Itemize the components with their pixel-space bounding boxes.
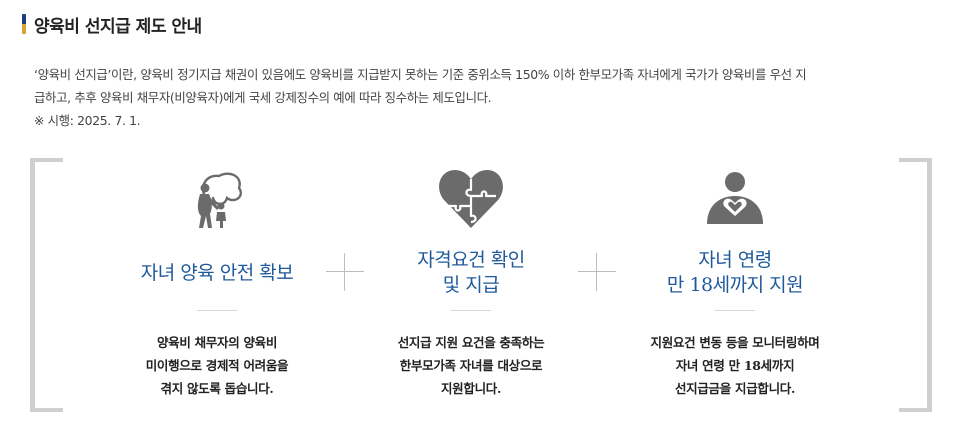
card-divider xyxy=(451,310,491,311)
card-heading: 자녀 양육 안전 확보 xyxy=(140,261,294,284)
card-description: 선지급 지원 요건을 충족하는 한부모가족 자녀를 대상으로 지원합니다. xyxy=(397,335,545,396)
puzzle-heart-icon xyxy=(436,166,506,234)
intro-line: 급하고, 추후 양육비 채무자(비양육자)에게 국세 강제징수의 예에 따라 징… xyxy=(34,90,492,105)
card-heading: 자녀 연령 만 18세까지 지원 xyxy=(666,249,804,296)
right-bracket xyxy=(899,158,932,412)
plus-icon xyxy=(578,253,616,291)
caring-hands-heart-icon xyxy=(703,166,767,234)
card-divider xyxy=(197,310,237,311)
intro-line: ‘양육비 선지급’이란, 양육비 정기지급 채권이 있음에도 양육비를 지급받지… xyxy=(34,67,807,82)
card-description: 지원요건 변동 등을 모니터링하며 자녀 연령 만 18세까지 선지급금을 지급… xyxy=(650,335,820,396)
parent-child-icon xyxy=(185,166,249,236)
card-description: 양육비 채무자의 양육비 미이행으로 경제적 어려움을 겪지 않도록 돕습니다. xyxy=(145,335,289,396)
card-divider xyxy=(715,310,755,311)
card-heading: 자격요건 확인 및 지급 xyxy=(417,249,525,296)
left-bracket xyxy=(30,158,63,412)
plus-icon xyxy=(326,253,364,291)
launch-date-note: ※ 시행: 2025. 7. 1. xyxy=(34,113,141,128)
title-accent-bar xyxy=(22,14,26,34)
page-title: 양육비 선지급 제도 안내 xyxy=(34,16,202,37)
intro-text: ‘양육비 선지급’이란, 양육비 정기지급 채권이 있음에도 양육비를 지급받지… xyxy=(34,63,939,132)
section-header: 양육비 선지급 제도 안내 xyxy=(22,12,202,37)
